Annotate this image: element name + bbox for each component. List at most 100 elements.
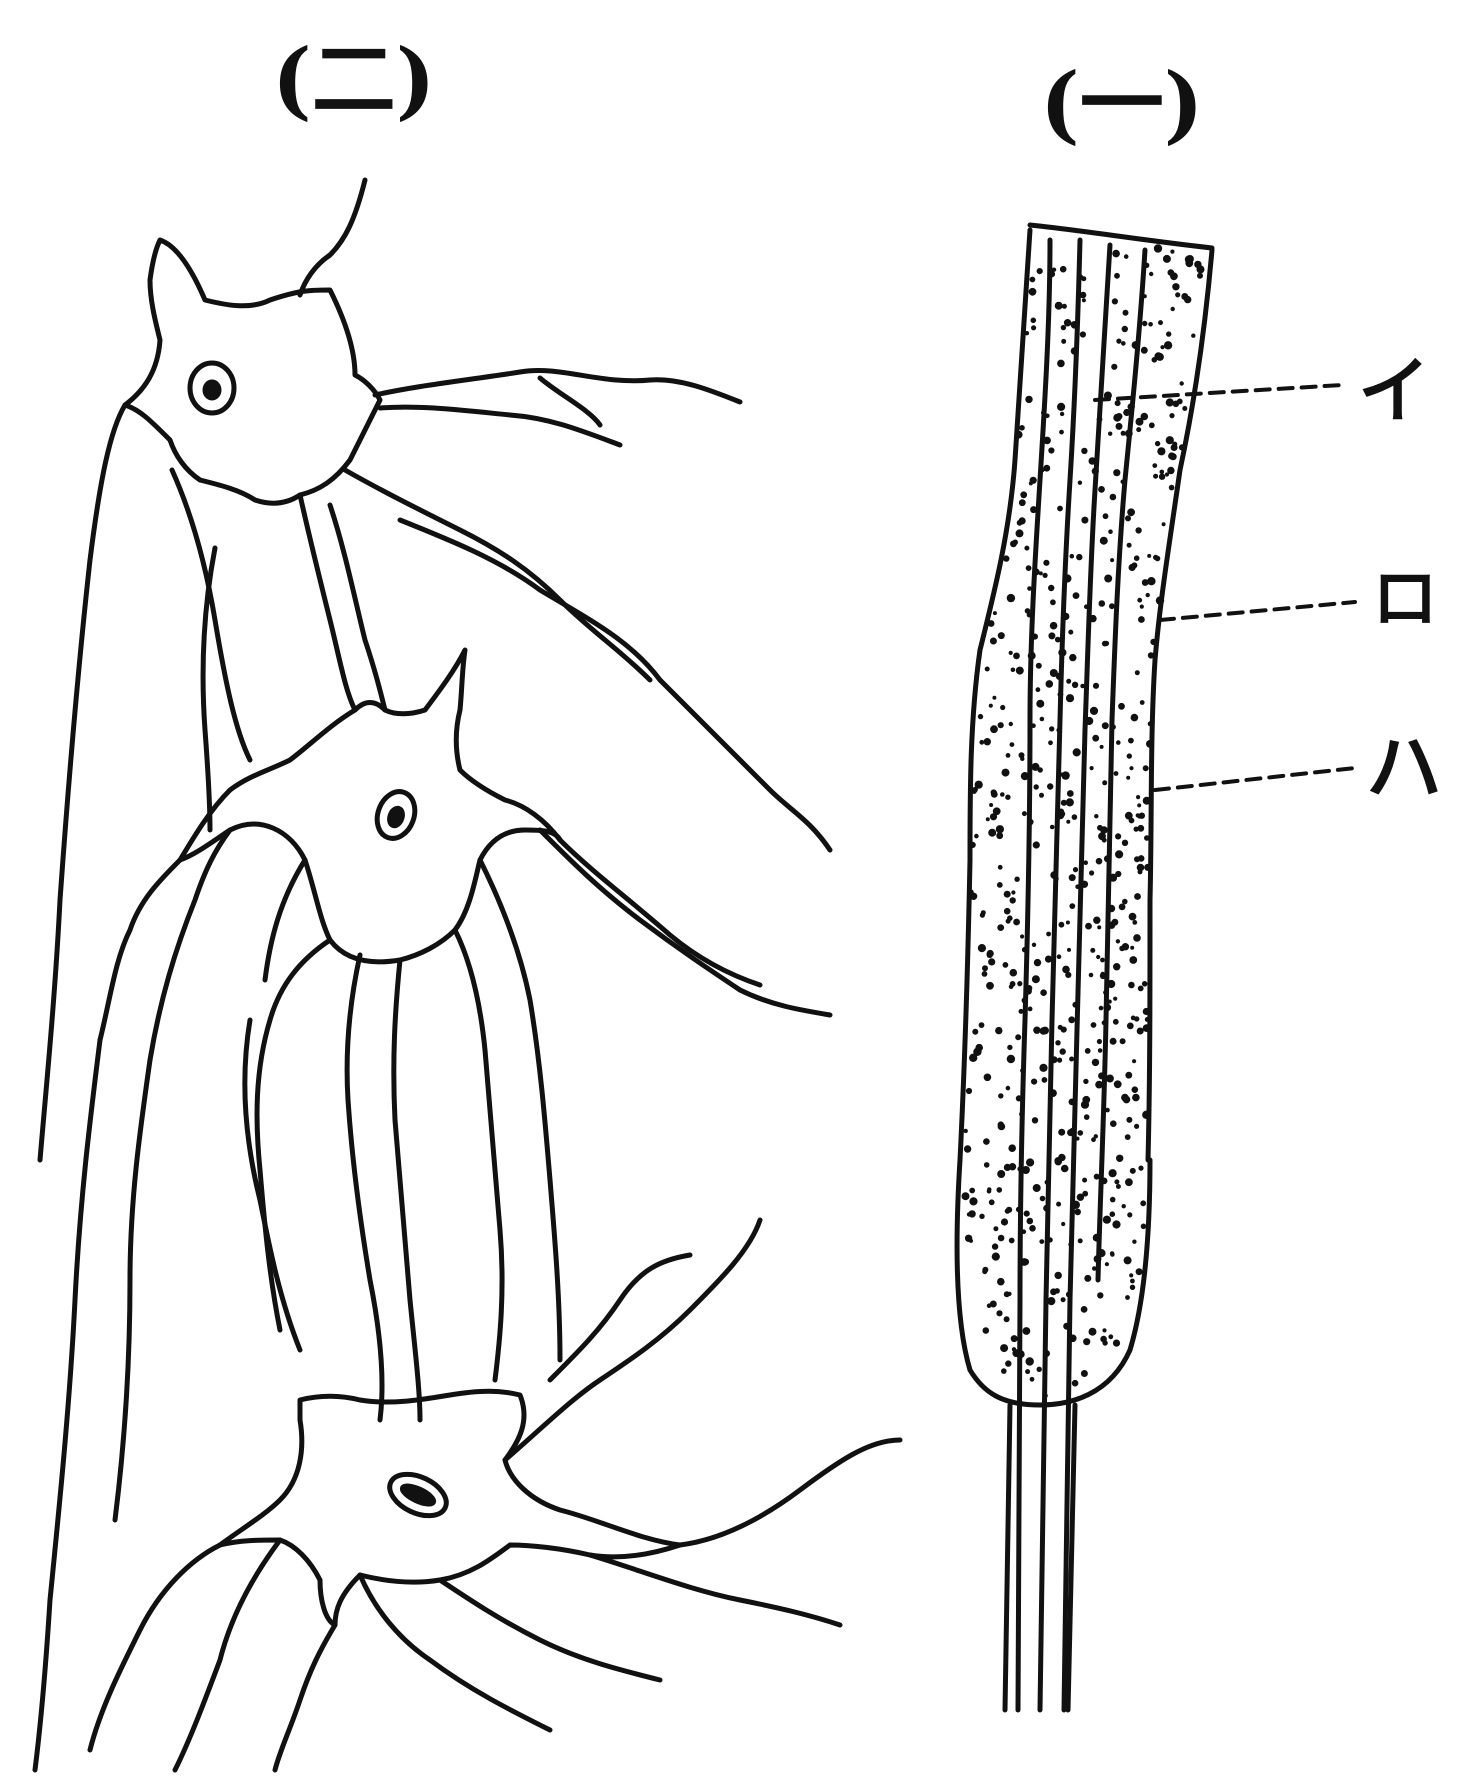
link-2-3-b — [347, 955, 382, 1420]
stipple-dot — [1100, 972, 1105, 977]
stipple-dot — [1060, 412, 1064, 416]
stipple-dot — [1164, 341, 1172, 349]
stipple-dot — [1166, 436, 1174, 444]
link-2-3-d — [455, 930, 502, 1380]
stipple-dot — [973, 1048, 981, 1056]
stipple-dot — [974, 834, 979, 839]
stipple-dot — [1127, 1212, 1132, 1217]
stipple-dot — [1096, 858, 1103, 865]
stipple-dot — [1039, 1064, 1047, 1072]
stipple-dot — [1140, 700, 1145, 705]
stipple-dot — [1078, 1238, 1083, 1243]
stipple-dot — [1104, 575, 1112, 583]
stipple-dot — [1138, 1166, 1143, 1171]
stipple-dot — [998, 865, 1003, 870]
stipple-dot — [988, 958, 995, 965]
stipple-dot — [1048, 740, 1053, 745]
stipple-dot — [1066, 694, 1074, 702]
stipple-dot — [1061, 800, 1067, 806]
stipple-dot — [1047, 783, 1053, 789]
stipple-dot — [1028, 1007, 1033, 1012]
stipple-dot — [1114, 1080, 1122, 1088]
stipple-dot — [1057, 954, 1062, 959]
stipple-dot — [1097, 925, 1101, 929]
stipple-dot — [1040, 717, 1045, 722]
stipple-dot — [1081, 517, 1088, 524]
stipple-dot — [1115, 871, 1121, 877]
stipple-dot — [1099, 600, 1106, 607]
stipple-dot — [1005, 795, 1010, 800]
stipple-dot — [1134, 555, 1140, 561]
stipple-dot — [1072, 682, 1078, 688]
cell3-process-down — [275, 1625, 335, 1770]
stipple-dot — [1116, 413, 1123, 420]
cell2-process-right-b — [560, 840, 760, 985]
stipple-dot — [1024, 546, 1029, 551]
stipple-dot — [968, 1210, 975, 1217]
stipple-dot — [1112, 250, 1120, 258]
stipple-dot — [1077, 1194, 1084, 1201]
stipple-dot — [1197, 265, 1205, 273]
stipple-dot — [1046, 932, 1051, 937]
cell3-outline — [220, 1391, 680, 1625]
stipple-dot — [990, 1301, 997, 1308]
stipple-dot — [997, 1170, 1005, 1178]
stipple-dot — [983, 1327, 990, 1334]
stipple-dot — [1089, 870, 1094, 875]
stipple-dot — [1100, 958, 1105, 963]
stipple-dot — [1141, 347, 1148, 354]
stipple-dot — [1100, 745, 1104, 749]
stipple-dot — [1061, 325, 1066, 330]
stipple-dot — [1109, 1169, 1117, 1177]
left-mid-line — [115, 1060, 150, 1520]
cell3-nucleolus — [400, 1482, 436, 1507]
stipple-dot — [1009, 722, 1013, 726]
stipple-dot — [1112, 1220, 1120, 1228]
stipple-dot — [1040, 989, 1047, 996]
stipple-dot — [1125, 1178, 1133, 1186]
stipple-dot — [1122, 943, 1129, 950]
stipple-dot — [1142, 321, 1147, 326]
stipple-dot — [1045, 956, 1052, 963]
stipple-dot — [1110, 1211, 1116, 1217]
stipple-dot — [1094, 814, 1098, 818]
stipple-dot — [993, 1226, 998, 1231]
stipple-dot — [1168, 452, 1175, 459]
cell1-process-left-long — [40, 405, 125, 1160]
stipple-dot — [1098, 832, 1106, 840]
stipple-dot — [969, 1197, 977, 1205]
stipple-dot — [1129, 818, 1135, 824]
stipple-dot — [982, 971, 988, 977]
stipple-dot — [1082, 1178, 1087, 1183]
stipple-dot — [1007, 1045, 1012, 1050]
stipple-dot — [1129, 913, 1137, 921]
stipple-dot — [1123, 310, 1129, 316]
stipple-dot — [989, 803, 993, 807]
stipple-dot — [1130, 1285, 1135, 1290]
stipple-dot — [1137, 803, 1141, 807]
callout-label-ro: ロ — [1372, 565, 1438, 631]
stipple-dot — [1090, 766, 1094, 770]
cell3-process-far-right — [680, 1440, 900, 1545]
stipple-dot — [1081, 448, 1087, 454]
stipple-dot — [1131, 714, 1139, 722]
stipple-dot — [1149, 422, 1155, 428]
stipple-dot — [1120, 1038, 1126, 1044]
stipple-dot — [1153, 474, 1158, 479]
stipple-dot — [1007, 1055, 1015, 1063]
stipple-dot — [1136, 1268, 1143, 1275]
stipple-dot — [1036, 663, 1042, 669]
stipple-dot — [969, 1188, 975, 1194]
stipple-dot — [1010, 981, 1016, 987]
stipple-dot — [1143, 765, 1149, 771]
stipple-dot — [1116, 1184, 1121, 1189]
stipple-dot — [1097, 1292, 1103, 1298]
stipple-dot — [1058, 1025, 1063, 1030]
stipple-dot — [964, 1145, 971, 1152]
cell3-process-left — [90, 1545, 220, 1750]
cell1-process-right-a — [375, 370, 740, 402]
stipple-dot — [1050, 599, 1056, 605]
stipple-dot — [1166, 331, 1171, 336]
stipple-dot — [1073, 748, 1081, 756]
stipple-dot — [986, 982, 994, 990]
